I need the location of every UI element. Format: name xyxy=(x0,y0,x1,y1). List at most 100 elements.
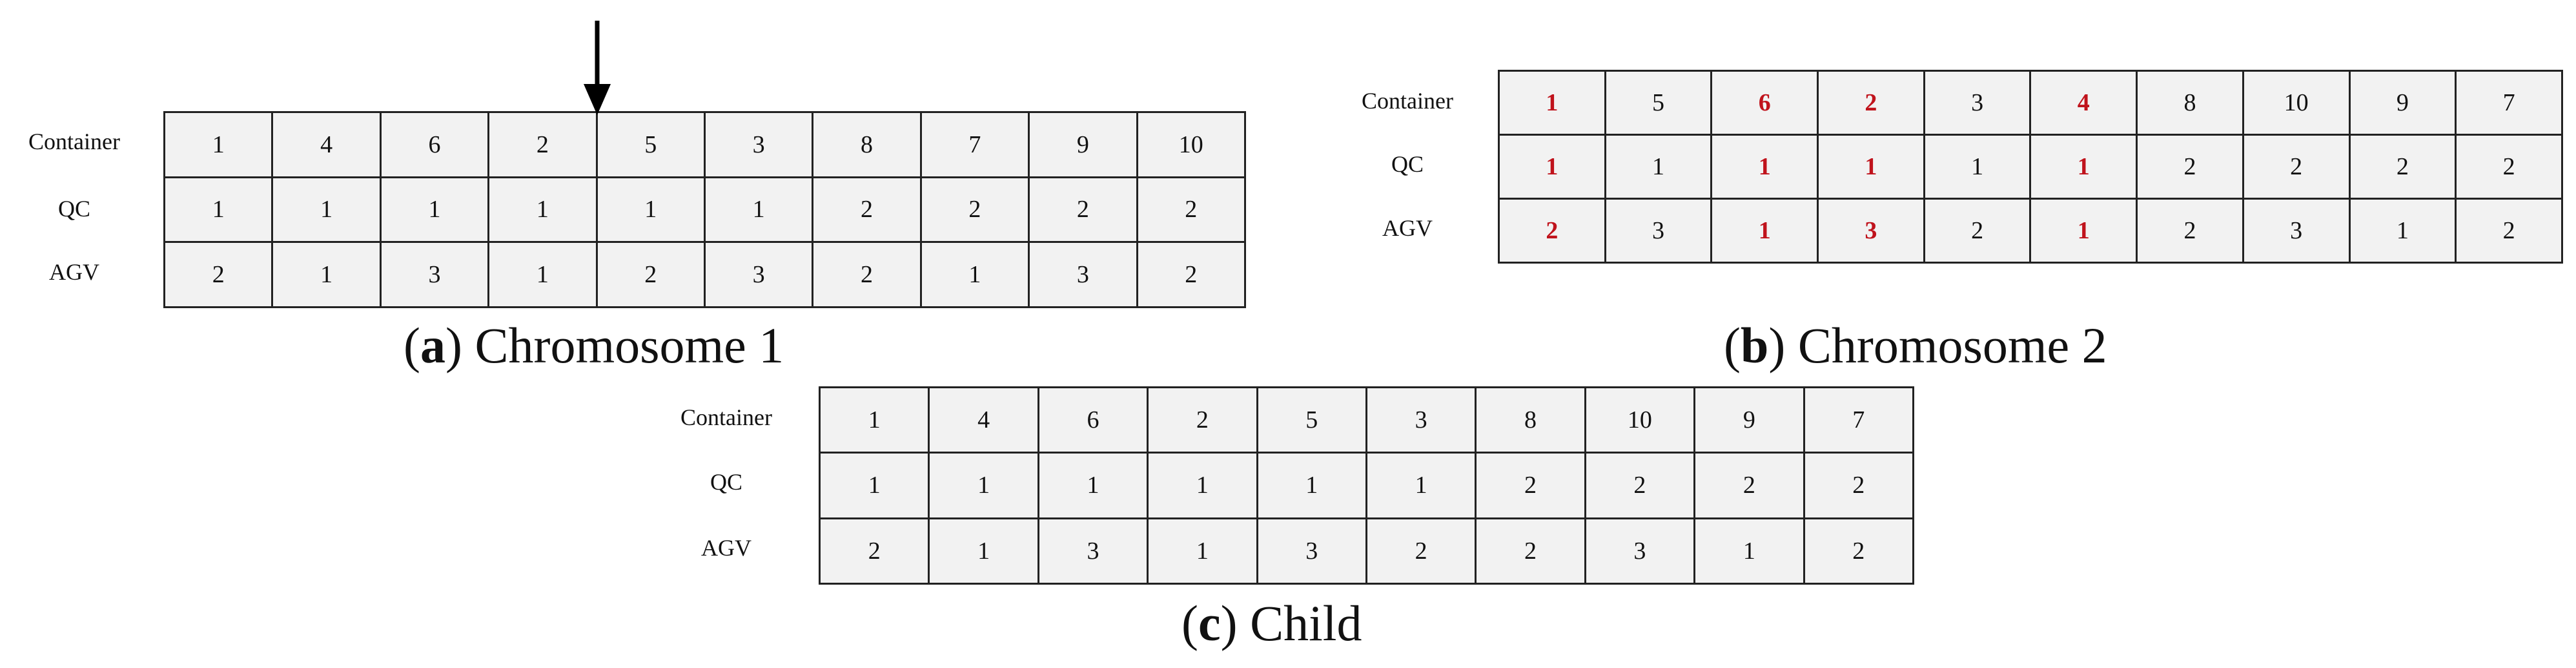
gene-cell: 1 xyxy=(1817,134,1925,200)
gene-cell: 1 xyxy=(1147,517,1258,585)
gene-cell: 1 xyxy=(163,176,274,244)
gene-cell: 5 xyxy=(1604,70,1713,136)
gene-cell: 2 xyxy=(1803,452,1915,519)
gene-cell: 1 xyxy=(1498,70,1606,136)
gene-cell: 2 xyxy=(1136,176,1247,244)
gene-cell: 8 xyxy=(1475,386,1586,454)
gene-cell: 1 xyxy=(928,517,1039,585)
gene-cell: 3 xyxy=(703,241,814,308)
row-label-container: Container xyxy=(1362,88,1453,114)
gene-cell: 2 xyxy=(1136,241,1247,308)
gene-cell: 9 xyxy=(1028,111,1138,178)
gene-cell: 1 xyxy=(1365,452,1477,519)
caption-chromosome-1: (a) Chromosome 1 xyxy=(404,317,784,373)
gene-cell: 7 xyxy=(2455,70,2563,136)
gene-cell: 2 xyxy=(2348,134,2457,200)
caption-child: (c) Child xyxy=(1181,595,1362,651)
gene-cell: 8 xyxy=(2136,70,2244,136)
gene-cell: 1 xyxy=(703,176,814,244)
crossover-arrow-icon xyxy=(584,21,611,115)
gene-cell: 1 xyxy=(1256,452,1367,519)
gene-cell: 2 xyxy=(1923,198,2032,264)
row-label-container: Container xyxy=(680,404,772,430)
gene-cell: 3 xyxy=(2242,198,2351,264)
gene-cell: 3 xyxy=(1028,241,1138,308)
gene-cell: 2 xyxy=(1817,70,1925,136)
gene-cell: 1 xyxy=(487,176,598,244)
gene-cell: 10 xyxy=(1136,111,1247,178)
gene-cell: 1 xyxy=(1693,517,1805,585)
gene-cell: 2 xyxy=(1693,452,1805,519)
gene-cell: 6 xyxy=(379,111,490,178)
gene-cell: 2 xyxy=(1147,386,1258,454)
gene-cell: 1 xyxy=(1604,134,1713,200)
gene-cell: 7 xyxy=(919,111,1030,178)
gene-cell: 1 xyxy=(928,452,1039,519)
gene-cell: 3 xyxy=(1923,70,2032,136)
gene-cell: 2 xyxy=(812,176,922,244)
gene-cell: 1 xyxy=(271,176,382,244)
gene-cell: 3 xyxy=(1584,517,1696,585)
row-label-qc: QC xyxy=(710,469,742,495)
gene-cell: 4 xyxy=(271,111,382,178)
gene-cell: 1 xyxy=(818,386,930,454)
gene-cell: 2 xyxy=(2136,134,2244,200)
gene-cell: 1 xyxy=(919,241,1030,308)
gene-cell: 2 xyxy=(595,241,706,308)
gene-cell: 2 xyxy=(1028,176,1138,244)
gene-cell: 1 xyxy=(487,241,598,308)
gene-cell: 1 xyxy=(1923,134,2032,200)
gene-cell: 1 xyxy=(1710,198,1819,264)
gene-cell: 2 xyxy=(812,241,922,308)
gene-cell: 6 xyxy=(1710,70,1819,136)
gene-cell: 9 xyxy=(1693,386,1805,454)
gene-cell: 1 xyxy=(1710,134,1819,200)
gene-cell: 2 xyxy=(1584,452,1696,519)
caption-chromosome-2: (b) Chromosome 2 xyxy=(1724,317,2107,373)
gene-cell: 2 xyxy=(2242,134,2351,200)
gene-cell: 1 xyxy=(1037,452,1149,519)
gene-cell: 2 xyxy=(487,111,598,178)
gene-cell: 1 xyxy=(2348,198,2457,264)
gene-cell: 3 xyxy=(379,241,490,308)
gene-cell: 1 xyxy=(1498,134,1606,200)
gene-cell: 10 xyxy=(2242,70,2351,136)
gene-cell: 1 xyxy=(2029,198,2138,264)
gene-cell: 2 xyxy=(818,517,930,585)
gene-cell: 10 xyxy=(1584,386,1696,454)
gene-cell: 1 xyxy=(595,176,706,244)
gene-cell: 1 xyxy=(271,241,382,308)
gene-cell: 3 xyxy=(1256,517,1367,585)
gene-cell: 1 xyxy=(379,176,490,244)
gene-cell: 8 xyxy=(812,111,922,178)
row-label-qc: QC xyxy=(1391,151,1424,177)
row-label-container: Container xyxy=(28,129,120,154)
gene-cell: 2 xyxy=(1498,198,1606,264)
gene-cell: 4 xyxy=(2029,70,2138,136)
gene-cell: 2 xyxy=(1803,517,1915,585)
gene-cell: 1 xyxy=(1147,452,1258,519)
gene-cell: 4 xyxy=(928,386,1039,454)
gene-cell: 6 xyxy=(1037,386,1149,454)
gene-cell: 5 xyxy=(1256,386,1367,454)
gene-cell: 1 xyxy=(163,111,274,178)
gene-cell: 2 xyxy=(2455,134,2563,200)
gene-cell: 1 xyxy=(2029,134,2138,200)
gene-cell: 5 xyxy=(595,111,706,178)
gene-cell: 2 xyxy=(1475,452,1586,519)
row-label-agv: AGV xyxy=(701,535,751,561)
row-label-agv: AGV xyxy=(1382,215,1433,241)
gene-cell: 2 xyxy=(919,176,1030,244)
gene-cell: 2 xyxy=(1365,517,1477,585)
gene-cell: 9 xyxy=(2348,70,2457,136)
